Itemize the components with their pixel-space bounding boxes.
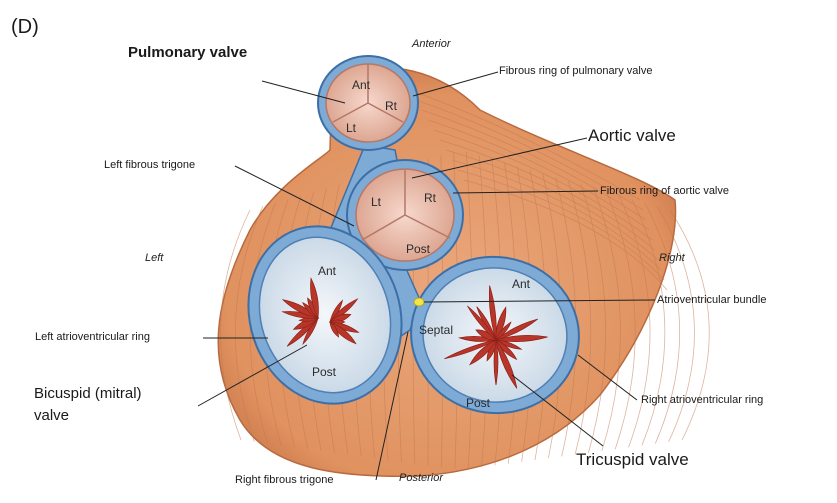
- label-right: Right: [659, 252, 685, 264]
- label-aortic-valve: Aortic valve: [588, 126, 676, 146]
- tricuspid-cusp-post: Post: [466, 396, 491, 410]
- label-left-av-ring: Left atrioventricular ring: [35, 331, 150, 343]
- tricuspid-cusp-ant: Ant: [512, 277, 531, 291]
- label-left: Left: [145, 252, 163, 264]
- tricuspid-cusp-septal: Septal: [419, 323, 453, 337]
- atrioventricular-bundle-marker: [414, 298, 424, 306]
- aortic-cusp-post: Post: [406, 242, 431, 256]
- pulmonary-cusp-lt: Lt: [346, 121, 357, 135]
- label-bicuspid-valve-2: valve: [34, 407, 69, 424]
- pulmonary-valve-ring: [318, 56, 418, 150]
- label-bicuspid-valve-1: Bicuspid (mitral): [34, 385, 142, 402]
- label-posterior: Posterior: [399, 472, 443, 484]
- label-right-av-ring: Right atrioventricular ring: [641, 394, 763, 406]
- label-fibrous-ring-aortic: Fibrous ring of aortic valve: [600, 185, 729, 197]
- mitral-cusp-post: Post: [312, 365, 337, 379]
- label-left-fibrous-trigone: Left fibrous trigone: [104, 159, 195, 171]
- label-right-fibrous-trigone: Right fibrous trigone: [235, 474, 333, 486]
- label-pulmonary-valve: Pulmonary valve: [128, 44, 247, 61]
- label-av-bundle: Atrioventricular bundle: [657, 294, 766, 306]
- panel-letter: (D): [11, 16, 39, 39]
- pulmonary-cusp-ant: Ant: [352, 78, 371, 92]
- aortic-cusp-lt: Lt: [371, 195, 382, 209]
- label-tricuspid-valve: Tricuspid valve: [576, 450, 689, 470]
- label-anterior: Anterior: [412, 38, 451, 50]
- label-fibrous-ring-pulmonary: Fibrous ring of pulmonary valve: [499, 65, 652, 77]
- aortic-cusp-rt: Rt: [424, 191, 437, 205]
- mitral-cusp-ant: Ant: [318, 264, 337, 278]
- pulmonary-cusp-rt: Rt: [385, 99, 398, 113]
